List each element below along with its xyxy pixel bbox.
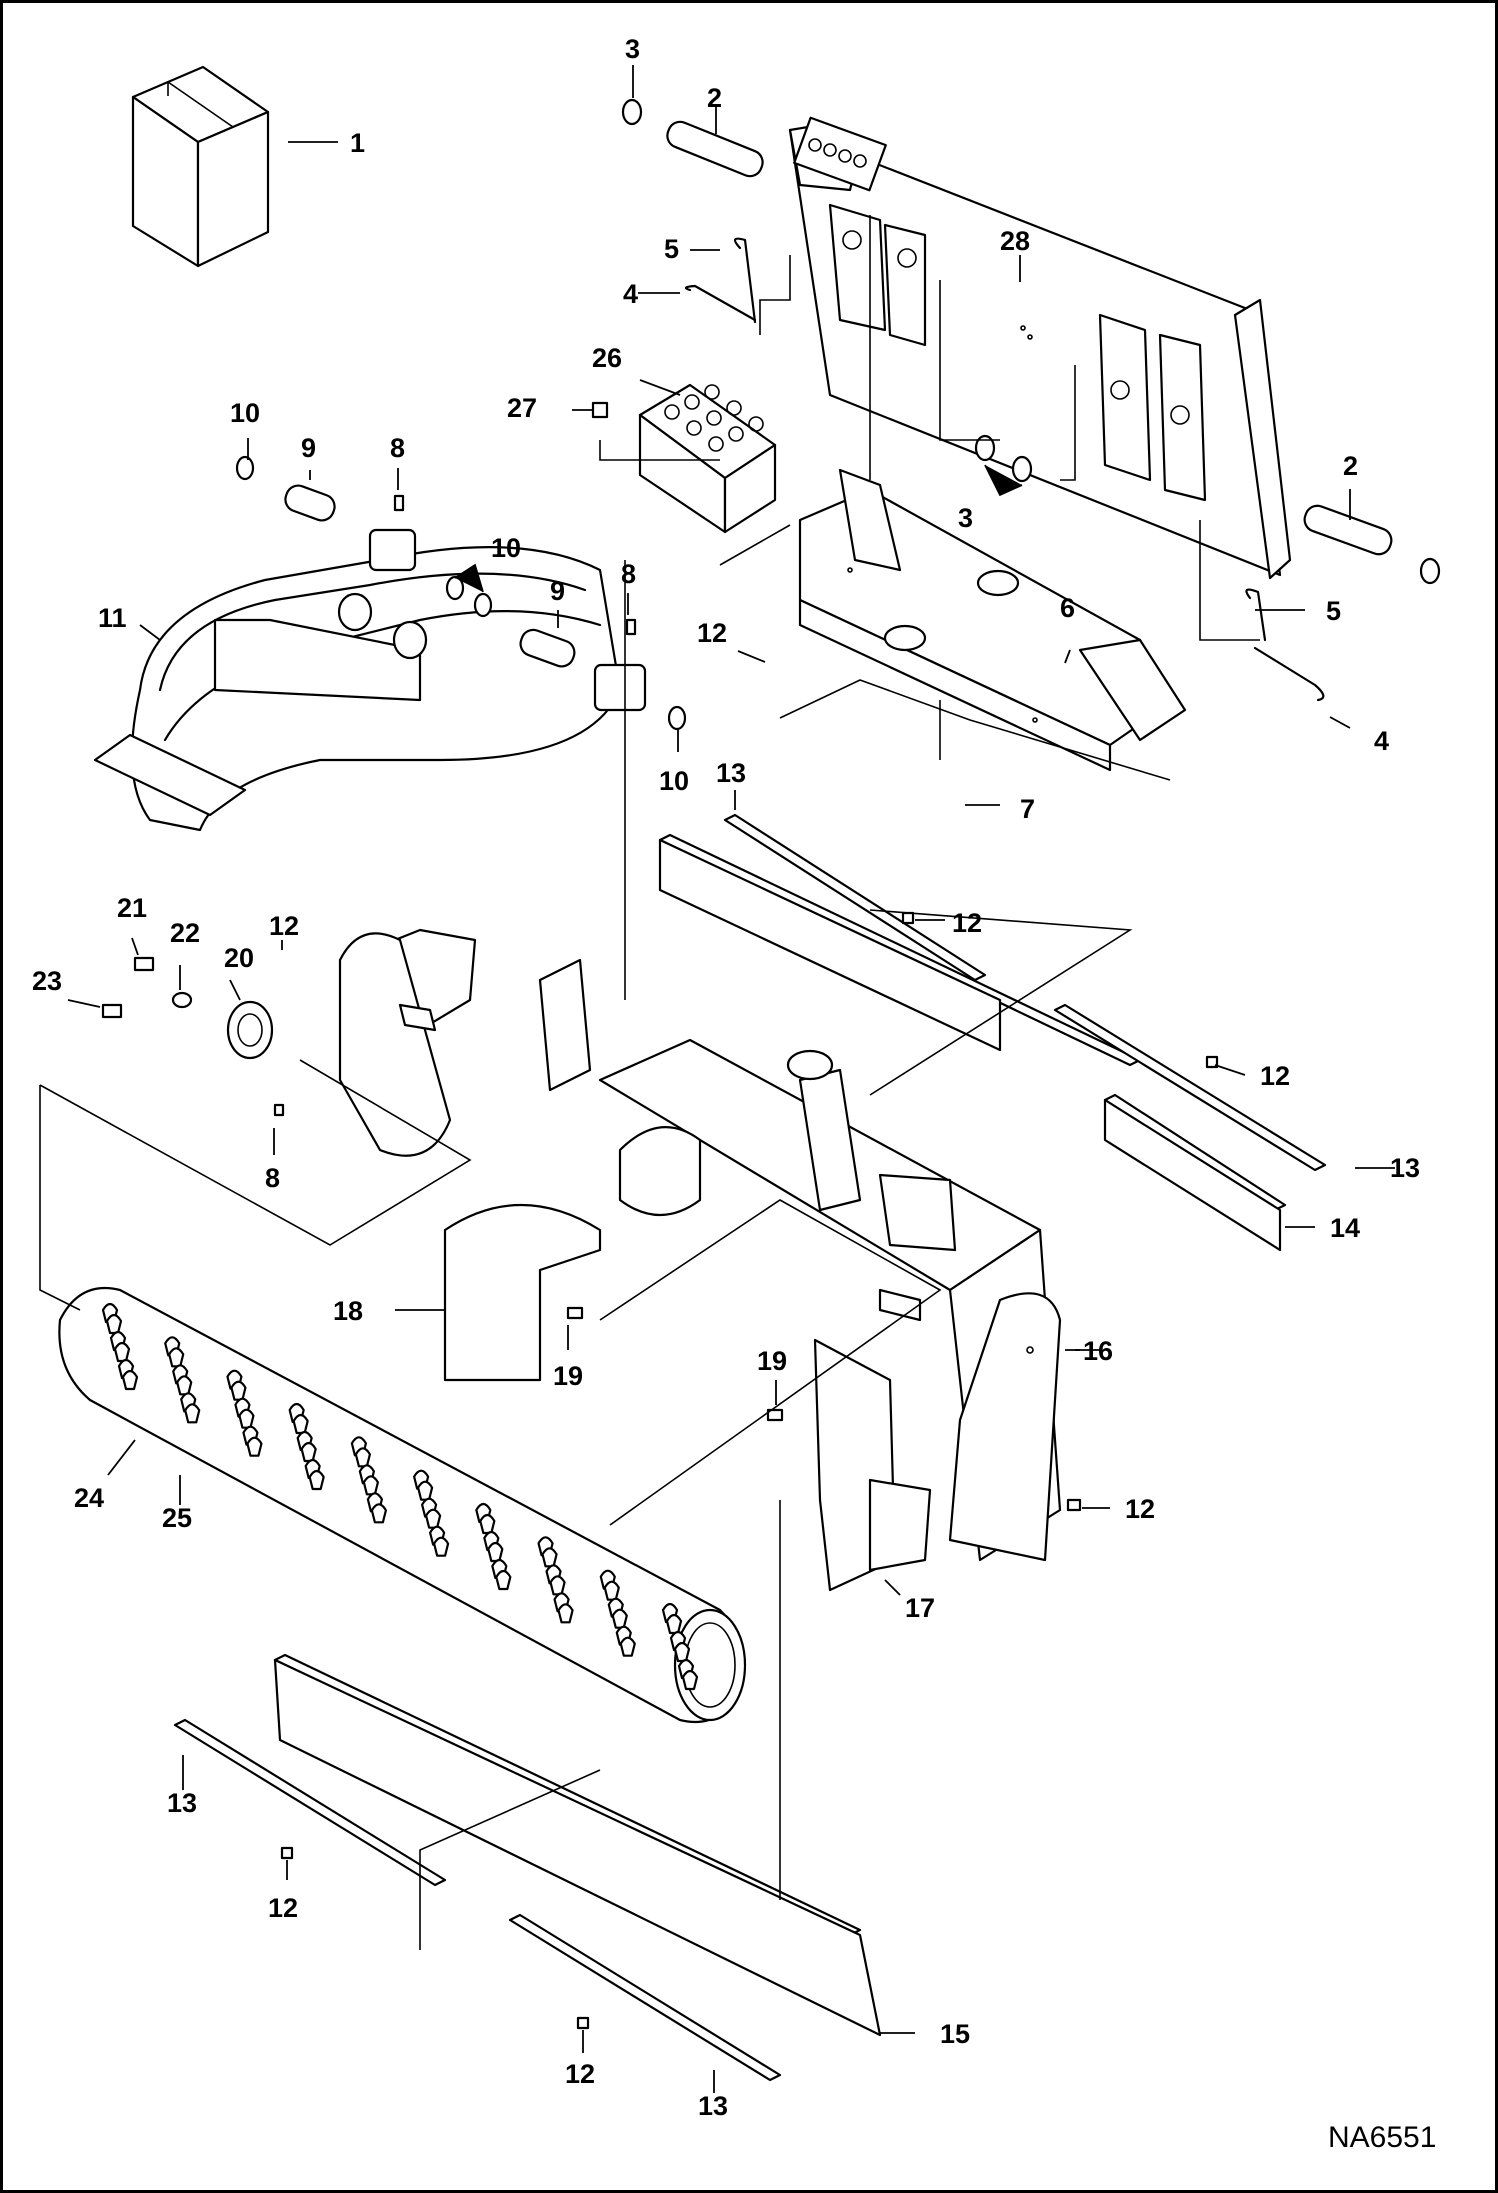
callout-4: 4 — [623, 279, 638, 309]
callout-12: 12 — [268, 1893, 298, 1923]
reference-lines — [39, 215, 1260, 1950]
tine-stud — [300, 1441, 317, 1463]
callout-1: 1 — [350, 128, 365, 158]
callout-9: 9 — [301, 433, 316, 463]
callout-12: 12 — [1260, 1061, 1290, 1091]
tine-stud — [176, 1375, 193, 1396]
side-shields — [443, 1203, 1082, 1592]
callout-10: 10 — [491, 533, 521, 563]
callout-22: 22 — [170, 918, 200, 948]
tine-stud — [113, 1341, 131, 1363]
tine-stud — [681, 1669, 699, 1691]
tine-stud — [230, 1380, 247, 1401]
tine-stud — [487, 1541, 504, 1563]
tine-stud — [308, 1469, 325, 1491]
callout-12: 12 — [565, 2059, 595, 2089]
lock-pins — [684, 237, 1325, 702]
bearing-hardware — [101, 956, 285, 1117]
callout-4: 4 — [1374, 726, 1389, 756]
tine-stud — [495, 1569, 512, 1591]
deflector-plates — [173, 813, 1327, 2082]
callout-19: 19 — [553, 1361, 583, 1391]
tine-stud — [354, 1447, 371, 1468]
callout-10: 10 — [659, 766, 689, 796]
callout-3: 3 — [625, 34, 640, 64]
tine-stud — [417, 1480, 434, 1501]
callout-24: 24 — [74, 1483, 104, 1513]
tine-stud — [433, 1536, 450, 1557]
callout-19: 19 — [757, 1346, 787, 1376]
callout-9: 9 — [550, 576, 565, 606]
tow-frame — [93, 546, 622, 832]
tine-stud — [665, 1613, 683, 1635]
callout-5: 5 — [1326, 596, 1341, 626]
tine-stud — [603, 1580, 620, 1601]
callout-10: 10 — [230, 398, 260, 428]
valve-block — [591, 383, 777, 534]
callout-12: 12 — [697, 618, 727, 648]
tine-stud — [238, 1408, 255, 1429]
tine-stud — [611, 1608, 628, 1629]
frame-pins — [621, 98, 1441, 585]
tine-stud — [105, 1313, 123, 1335]
callout-12: 12 — [952, 908, 982, 938]
drum-housing — [338, 928, 1062, 1562]
callout-16: 16 — [1083, 1336, 1113, 1366]
callout-14: 14 — [1330, 1213, 1360, 1243]
callout-20: 20 — [224, 943, 254, 973]
callout-2: 2 — [707, 83, 722, 113]
mounting-frame — [788, 116, 1292, 580]
callout-13: 13 — [1390, 1153, 1420, 1183]
callout-18: 18 — [333, 1296, 363, 1326]
tine-stud — [557, 1603, 574, 1624]
drawing-code: NA6551 — [1328, 2121, 1436, 2154]
tine-stud — [425, 1508, 442, 1529]
swivel-frame — [798, 468, 1187, 772]
callout-13: 13 — [698, 2091, 728, 2121]
tine-stud — [549, 1575, 566, 1596]
callout-12: 12 — [269, 911, 299, 941]
tine-stud — [168, 1347, 185, 1368]
callout-12: 12 — [1125, 1494, 1155, 1524]
callout-6: 6 — [1060, 593, 1075, 623]
tine-stud — [121, 1369, 139, 1391]
callouts: 1 3 2 28 5 4 26 27 2 3 5 4 6 7 12 10 9 8… — [32, 34, 1420, 2121]
callout-3: 3 — [958, 503, 973, 533]
callout-25: 25 — [162, 1503, 192, 1533]
tow-pins — [235, 455, 687, 731]
tine-stud — [362, 1475, 379, 1496]
tine-stud — [292, 1413, 309, 1435]
callout-8: 8 — [265, 1163, 280, 1193]
callout-8: 8 — [621, 559, 636, 589]
callout-27: 27 — [507, 393, 537, 423]
callout-15: 15 — [940, 2019, 970, 2049]
callout-21: 21 — [117, 893, 147, 923]
callout-2: 2 — [1343, 451, 1358, 481]
callout-7: 7 — [1020, 794, 1035, 824]
tine-stud — [619, 1636, 636, 1657]
callout-28: 28 — [1000, 226, 1030, 256]
callout-13: 13 — [716, 758, 746, 788]
callout-11: 11 — [98, 603, 127, 633]
callout-26: 26 — [592, 343, 622, 373]
callout-17: 17 — [905, 1593, 935, 1623]
callout-8: 8 — [390, 433, 405, 463]
tine-stud — [370, 1503, 387, 1524]
part-box — [131, 65, 270, 268]
callout-5: 5 — [664, 234, 679, 264]
callout-23: 23 — [32, 966, 62, 996]
tine-stud — [184, 1403, 201, 1424]
tine-stud — [479, 1513, 496, 1535]
tine-drum — [58, 1286, 747, 1724]
tine-stud — [246, 1436, 263, 1457]
tine-stud — [673, 1641, 691, 1663]
leader-lines — [67, 65, 1395, 2093]
tine-stud — [541, 1547, 558, 1568]
callout-13: 13 — [167, 1788, 197, 1818]
